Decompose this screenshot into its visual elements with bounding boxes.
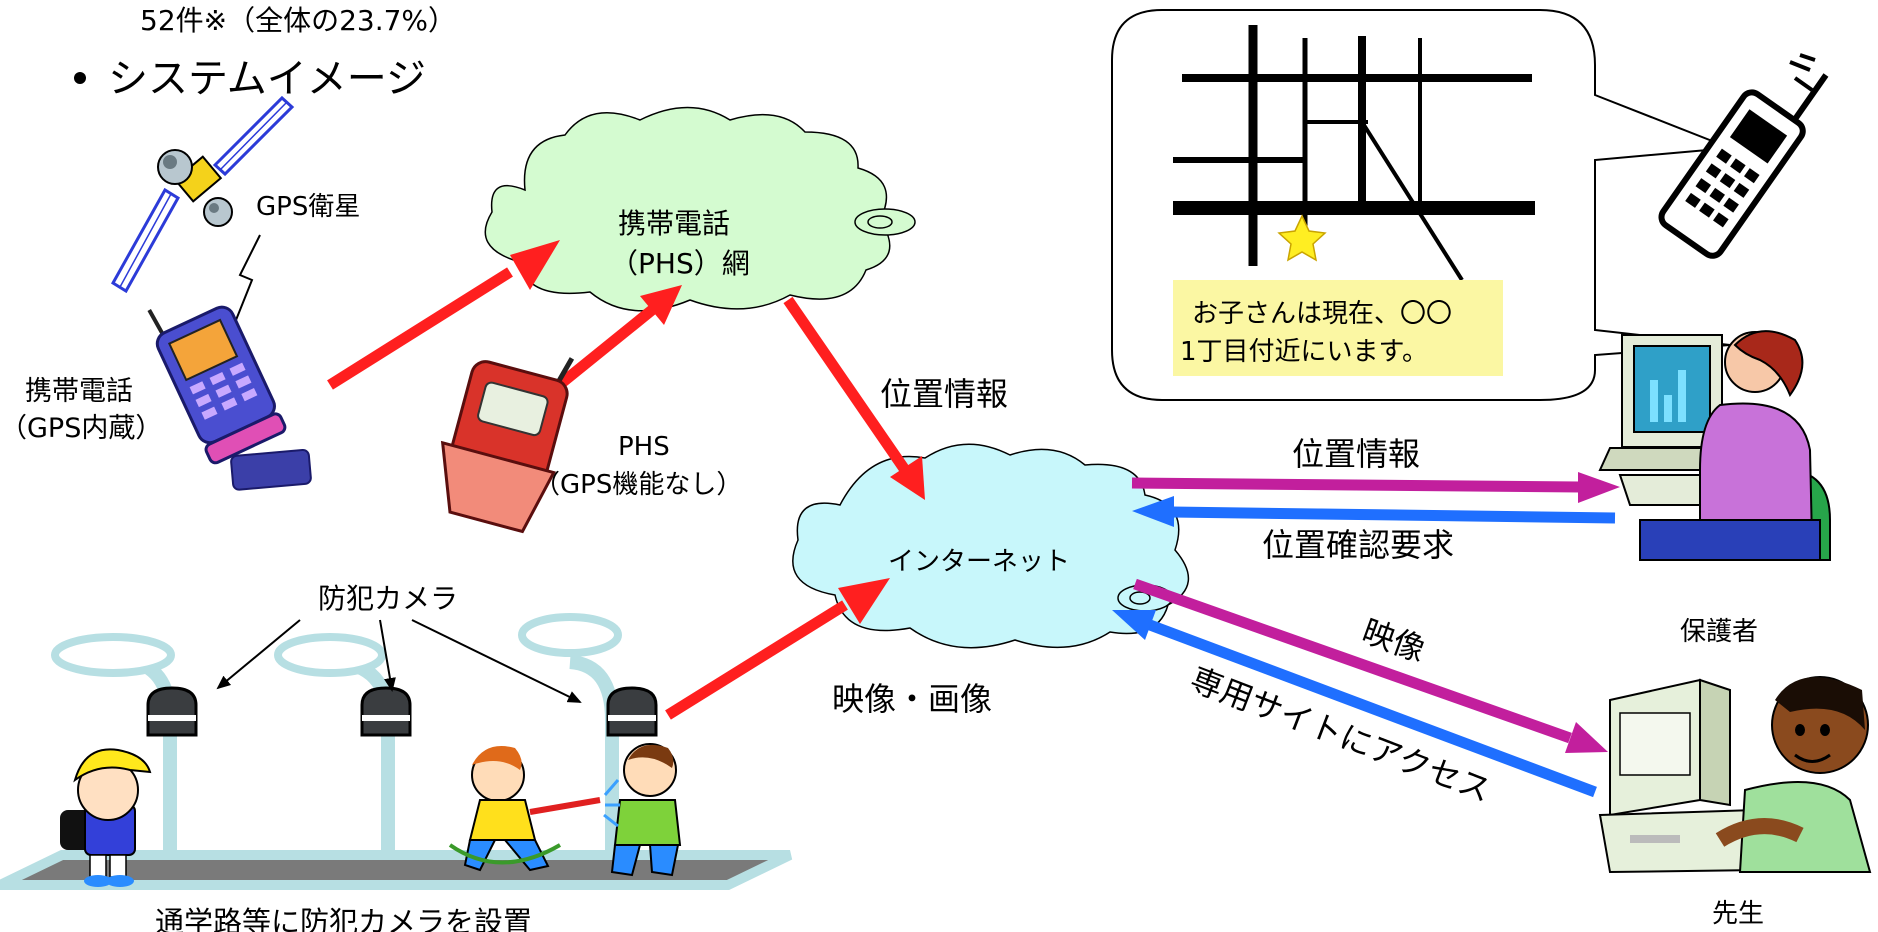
camera-pointer-lines	[216, 619, 582, 703]
phs-label-1: PHS	[618, 432, 670, 462]
schoolchild-icon	[60, 748, 152, 887]
location-request-label: 位置確認要求	[1262, 526, 1454, 564]
internet-label: インターネット	[888, 547, 1070, 577]
video-image-label: 映像・画像	[832, 680, 992, 718]
signal-waves-icon	[1789, 53, 1816, 92]
guardian-label: 保護者	[1680, 617, 1758, 647]
star-icon	[1277, 214, 1327, 262]
playing-children-icon	[448, 743, 682, 877]
school-route-road	[0, 850, 793, 890]
location-note-box	[1173, 280, 1503, 376]
bubble-line-2: 1丁目付近にいます。	[1180, 337, 1428, 367]
gps-phone-icon	[147, 305, 312, 491]
teacher-label: 先生	[1712, 899, 1764, 929]
location-info-right-label: 位置情報	[1292, 435, 1420, 473]
gps-phone-label-1: 携帯電話	[25, 376, 133, 407]
internet-cloud: インターネット	[792, 443, 1190, 649]
bullet-title: システムイメージ	[108, 56, 426, 102]
teacher-figure-icon	[1598, 676, 1872, 874]
count-text: 52件※（全体の23.7%）	[140, 4, 456, 37]
security-camera-2-icon	[360, 686, 412, 737]
flow-arrows	[327, 240, 1620, 798]
school-route-caption: 通学路等に防犯カメラを設置	[155, 905, 532, 932]
security-camera-label: 防犯カメラ	[318, 582, 458, 615]
gps-satellite-icon	[110, 95, 295, 294]
phs-network-cloud: 携帯電話 （PHS）網	[484, 106, 916, 312]
map-speech-bubble: お子さんは現在、〇〇 1丁目付近にいます。	[1111, 9, 1731, 401]
bubble-line-1: お子さんは現在、〇〇	[1192, 299, 1452, 329]
guardian-figure-icon	[1598, 330, 1831, 561]
map-streets	[1173, 25, 1535, 282]
gps-satellite-label: GPS衛星	[256, 192, 360, 222]
phs-phone-icon	[440, 357, 575, 534]
bullet-dot	[74, 72, 86, 84]
location-info-top-label: 位置情報	[880, 375, 1008, 413]
gps-phone-label-2: （GPS内蔵）	[0, 413, 162, 444]
security-camera-1-icon	[146, 686, 198, 737]
guardian-cellphone-icon	[1658, 73, 1829, 259]
security-camera-3-icon	[606, 686, 658, 737]
phs-label-2: （GPS機能なし）	[534, 470, 742, 500]
gps-signal-line	[231, 234, 261, 331]
street-lamps	[123, 653, 619, 855]
network-cloud-line-2: （PHS）網	[610, 247, 750, 280]
network-cloud-line-1: 携帯電話	[618, 207, 730, 240]
lamp-heads	[51, 613, 622, 677]
